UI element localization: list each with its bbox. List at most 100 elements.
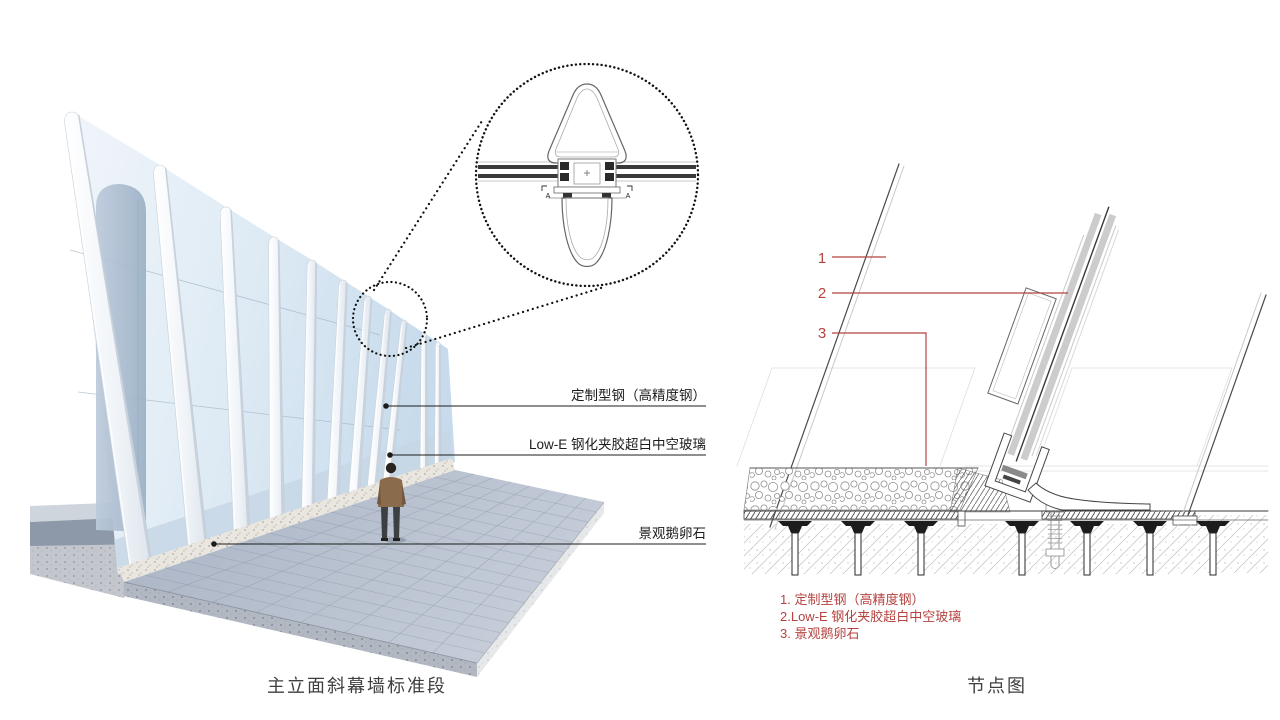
beam-post [1018,532,1026,576]
node-section [736,163,1269,576]
tile-line [268,532,533,593]
annotation-pebble: 景观鹅卵石 [639,525,707,541]
legend-item-3: 3. 景观鹅卵石 [780,626,859,641]
fin-highlight [153,169,191,549]
fin-shade [336,283,348,503]
clamp-bolt [560,162,569,170]
tile-line [392,490,581,533]
fin-highlight [435,346,438,469]
tile-line [434,476,597,513]
pebble-band [743,467,979,511]
glazing-assembly [984,206,1120,503]
callout-leader-lower [404,285,606,350]
clamp-bolt [560,173,569,181]
beam-post [854,532,862,576]
slab-front-texture [124,582,477,677]
beam-flange [1196,521,1230,526]
plaza-front-line [123,581,478,664]
clamp-bolt [605,173,614,181]
facade-render [30,111,605,677]
section-mark-a: A [626,193,631,200]
beam-web [788,526,802,533]
steel-beams [778,521,1230,576]
beam-post [1146,532,1154,576]
person-arm [377,482,381,505]
annotation-glass: Low-E 钢化夹胶超白中空玻璃 [529,436,706,452]
person-foot [381,538,388,541]
tile-line [165,567,493,644]
fin-highlight [327,284,341,504]
deck-plate-right [1041,510,1196,520]
legend-item-1: 1. 定制型钢（高精度钢） [780,592,924,607]
fin-highlight [383,324,403,486]
beam-post [1083,532,1091,576]
beam-flange [1133,521,1167,526]
assembly-line [1031,225,1117,457]
beam-post [1209,532,1217,576]
plaza-right-line [476,501,605,664]
fin-shade [78,115,153,566]
assembly-line [1005,234,1085,450]
right-glass-edge2 [1182,292,1262,514]
tile-line [248,539,525,603]
person-jacket [378,477,404,507]
setting-block [1001,464,1028,480]
concrete-hatch [744,524,1198,574]
callout-number-2: 2 [818,285,826,302]
glass-pane [614,165,696,169]
fin-highlight [367,313,387,491]
tile-line [289,525,541,583]
fin-shade [165,168,208,548]
beam-flange [778,521,812,526]
pressure-plate [553,186,621,194]
pebble-strip-texture [118,458,455,582]
tile-line [185,560,501,634]
mullion-section-detail: A A [478,83,696,268]
person-leg [381,507,388,539]
person [377,462,406,543]
detail-callout: A A [351,62,700,358]
tile-line [310,518,549,573]
callout-leader-upper [372,119,484,292]
tile-line [227,546,517,614]
beam-flange [904,521,938,526]
beam-flange [841,521,875,526]
callout-source-circle [351,280,429,358]
fin-shade [425,336,428,473]
glass-dark-line [1015,206,1110,462]
fin-highlight [64,116,132,567]
leader-dot [211,541,217,547]
plaza-grid-lines [144,473,597,654]
callout-line-3 [832,332,927,466]
beam-web [1143,526,1157,533]
section-mark-a: A [546,193,551,200]
steel-profile-bottom-inner [565,197,609,261]
fin-shade [311,263,317,511]
glass-base-plate [1172,515,1198,526]
legend-item-2: 2.Low-E 钢化夹胶超白中空玻璃 [780,609,961,624]
shoe-foot [1027,482,1151,511]
glass-band [1007,212,1102,456]
person-leg [393,507,400,539]
setting-block2 [1002,474,1021,485]
right-glass-edge [1187,294,1267,516]
beam-post [791,532,799,576]
glass-band [1020,213,1117,461]
person-head [385,462,397,474]
beam-web [1015,526,1029,533]
fin-highlight [302,264,309,512]
mullion-box-inner [992,292,1052,400]
tile-line [330,511,557,563]
leader-dot [383,403,389,409]
fin-highlight [220,211,236,534]
person-foot [393,538,400,541]
section-tick [541,185,547,191]
assembly-line [1035,229,1120,456]
beam-web [1206,526,1220,533]
glass-reflection-column [96,184,146,532]
steel-profile-top-inner [554,88,620,158]
beam-flange [1070,521,1104,526]
section-callouts: 1 2 3 1. 定制型钢（高精度钢） 2.Low-E 钢化夹胶超白中空玻璃 3… [780,250,1068,641]
fin-shade [374,312,392,490]
person-arm [402,482,406,505]
